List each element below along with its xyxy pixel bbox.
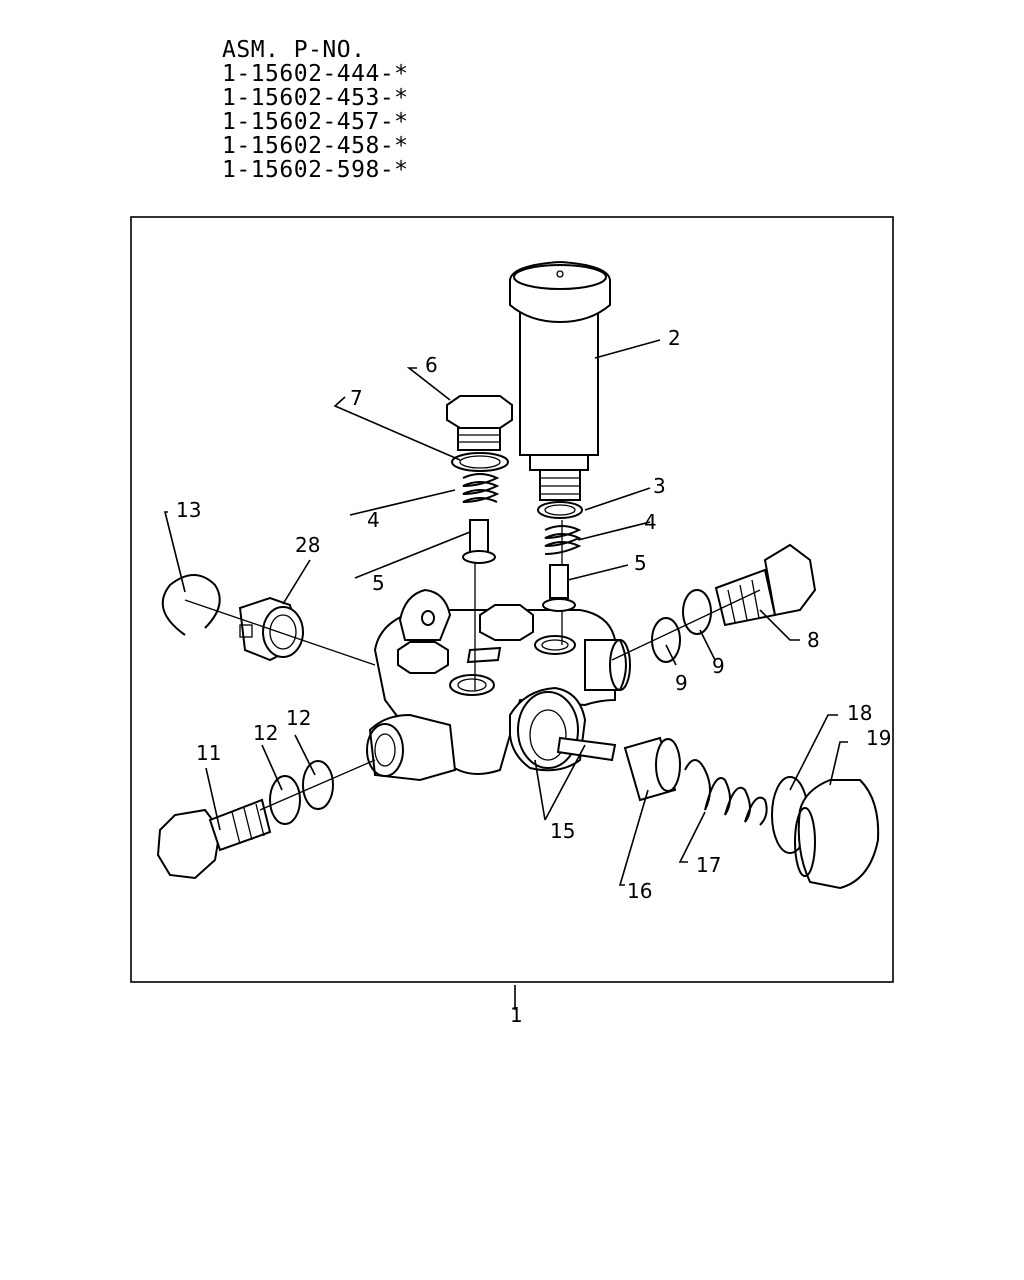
callout-12-left: 12 — [253, 721, 278, 745]
callout-16: 16 — [627, 879, 652, 903]
part-washer-12b — [302, 760, 334, 810]
part-washer-7 — [451, 452, 509, 472]
pump-body — [366, 520, 631, 782]
callout-6: 6 — [425, 353, 438, 377]
assembly-title: ASM. P-NO. — [222, 37, 366, 63]
part-spring-4-right — [544, 525, 582, 555]
part-washer-12a — [269, 775, 301, 825]
callout-12-right: 12 — [286, 706, 311, 730]
callout-7: 7 — [350, 386, 363, 410]
part-banjo-bolt-11 — [156, 798, 272, 880]
callout-2: 2 — [668, 326, 681, 350]
callout-13: 13 — [176, 498, 201, 522]
callout-5-left: 5 — [372, 571, 385, 595]
callout-9-left: 9 — [675, 671, 688, 695]
callout-15: 15 — [550, 819, 575, 843]
callout-18: 18 — [847, 701, 872, 725]
part-hex-plug-6 — [446, 395, 513, 451]
callout-11: 11 — [196, 741, 221, 765]
part-number-2: 1-15602-453-* — [222, 85, 409, 111]
part-priming-pump — [509, 260, 611, 501]
callout-9-right: 9 — [712, 654, 725, 678]
leader-lines — [163, 339, 848, 1010]
part-washer-9a — [651, 617, 681, 663]
diagram-frame — [130, 216, 894, 983]
part-number-5: 1-15602-598-* — [222, 157, 409, 183]
callout-4-left: 4 — [367, 508, 380, 532]
callout-3: 3 — [653, 474, 666, 498]
assembly-part-number-block: ASM. P-NO. 1-15602-444-* 1-15602-453-* 1… — [222, 38, 409, 182]
callout-17: 17 — [696, 853, 721, 877]
part-spring-17 — [684, 759, 768, 826]
part-plug-19 — [794, 779, 880, 890]
part-washer-9b — [682, 589, 712, 635]
part-valve-5-right — [542, 564, 576, 612]
part-washer-3 — [537, 501, 583, 519]
part-piston-16 — [623, 736, 681, 802]
callout-28: 28 — [295, 533, 320, 557]
callout-1: 1 — [510, 1003, 523, 1027]
callout-4-right: 4 — [644, 510, 657, 534]
callout-5-right: 5 — [634, 551, 647, 575]
part-number-3: 1-15602-457-* — [222, 109, 409, 135]
callout-8: 8 — [807, 628, 820, 652]
part-banjo-bolt-8 — [714, 543, 817, 627]
callout-19: 19 — [866, 726, 891, 750]
part-number-4: 1-15602-458-* — [222, 133, 409, 159]
part-snap-ring-13 — [161, 574, 221, 636]
part-valve-5-left — [462, 519, 496, 564]
part-number-1: 1-15602-444-* — [222, 61, 409, 87]
part-spring-4-left — [462, 473, 500, 503]
part-pin-15 — [556, 736, 617, 762]
